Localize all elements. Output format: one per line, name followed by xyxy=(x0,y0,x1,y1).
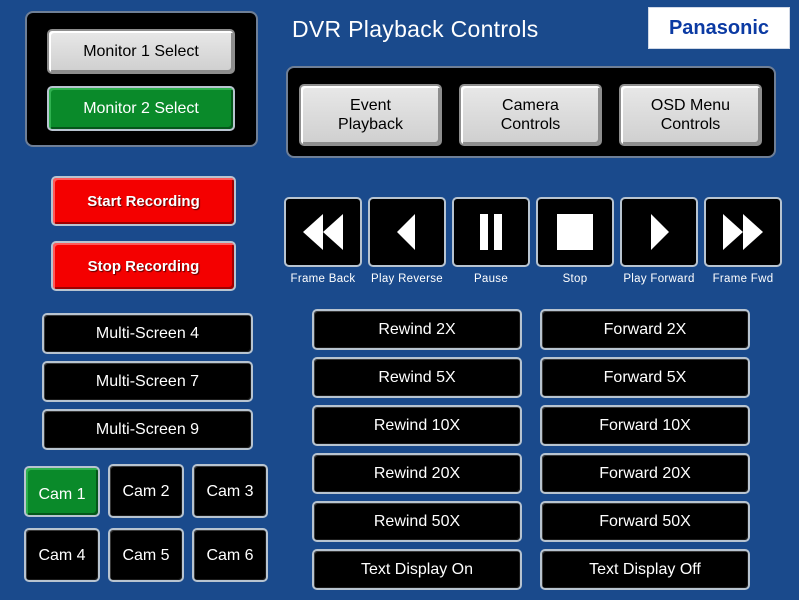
play-forward-icon xyxy=(651,214,669,250)
cam-2-button[interactable]: Cam 2 xyxy=(108,464,184,518)
osd-menu-controls-button[interactable]: OSD Menu Controls xyxy=(619,84,762,146)
multi-screen-4-button[interactable]: Multi-Screen 4 xyxy=(42,313,253,354)
cam-3-button[interactable]: Cam 3 xyxy=(192,464,268,518)
page-title: DVR Playback Controls xyxy=(292,16,539,42)
frame-fwd-label: Frame Fwd xyxy=(712,273,774,285)
stop-label: Stop xyxy=(562,273,588,285)
event-playback-button[interactable]: Event Playback xyxy=(299,84,442,146)
play-reverse-button[interactable] xyxy=(368,197,446,267)
rewind-50x-button[interactable]: Rewind 50X xyxy=(312,501,522,542)
frame-fwd-button[interactable] xyxy=(704,197,782,267)
frame-fwd-icon xyxy=(723,214,763,250)
play-forward-button[interactable] xyxy=(620,197,698,267)
panasonic-logo: Panasonic xyxy=(648,7,790,49)
forward-50x-button[interactable]: Forward 50X xyxy=(540,501,750,542)
camera-controls-button[interactable]: Camera Controls xyxy=(459,84,602,146)
rewind-10x-button[interactable]: Rewind 10X xyxy=(312,405,522,446)
text-display-on-button[interactable]: Text Display On xyxy=(312,549,522,590)
forward-20x-button[interactable]: Forward 20X xyxy=(540,453,750,494)
monitor-1-select-button[interactable]: Monitor 1 Select xyxy=(47,29,235,74)
cam-6-button[interactable]: Cam 6 xyxy=(192,528,268,582)
forward-10x-button[interactable]: Forward 10X xyxy=(540,405,750,446)
frame-back-label: Frame Back xyxy=(290,273,356,285)
stop-recording-button[interactable]: Stop Recording xyxy=(51,241,236,291)
play-reverse-icon xyxy=(397,214,415,250)
stop-icon xyxy=(557,214,593,250)
start-recording-button[interactable]: Start Recording xyxy=(51,176,236,226)
pause-button[interactable] xyxy=(452,197,530,267)
cam-5-button[interactable]: Cam 5 xyxy=(108,528,184,582)
monitor-2-select-button[interactable]: Monitor 2 Select xyxy=(47,86,235,131)
forward-2x-button[interactable]: Forward 2X xyxy=(540,309,750,350)
event-playback-label: Event Playback xyxy=(338,97,403,133)
multi-screen-9-button[interactable]: Multi-Screen 9 xyxy=(42,409,253,450)
play-reverse-label: Play Reverse xyxy=(371,273,443,285)
rewind-2x-button[interactable]: Rewind 2X xyxy=(312,309,522,350)
cam-4-button[interactable]: Cam 4 xyxy=(24,528,100,582)
rewind-20x-button[interactable]: Rewind 20X xyxy=(312,453,522,494)
forward-5x-button[interactable]: Forward 5X xyxy=(540,357,750,398)
stop-button[interactable] xyxy=(536,197,614,267)
play-forward-label: Play Forward xyxy=(623,273,695,285)
cam-1-button[interactable]: Cam 1 xyxy=(24,466,100,517)
osd-menu-controls-label: OSD Menu Controls xyxy=(650,97,731,133)
text-display-off-button[interactable]: Text Display Off xyxy=(540,549,750,590)
pause-icon xyxy=(480,214,502,250)
camera-controls-label: Camera Controls xyxy=(500,97,561,133)
frame-back-icon xyxy=(303,214,343,250)
logo-text: Panasonic xyxy=(668,16,770,39)
rewind-5x-button[interactable]: Rewind 5X xyxy=(312,357,522,398)
pause-label: Pause xyxy=(473,273,509,285)
frame-back-button[interactable] xyxy=(284,197,362,267)
multi-screen-7-button[interactable]: Multi-Screen 7 xyxy=(42,361,253,402)
